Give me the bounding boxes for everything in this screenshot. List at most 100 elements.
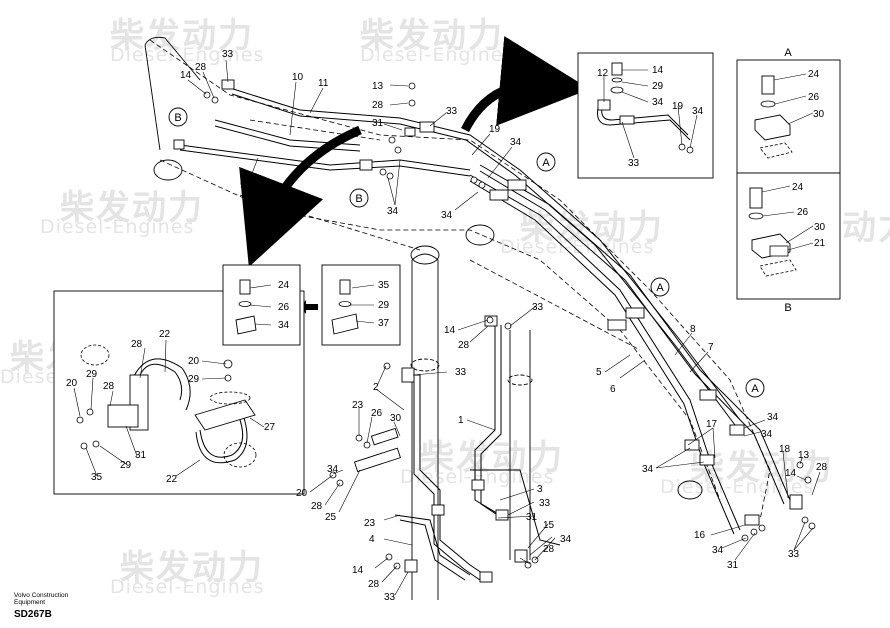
clamp [625,307,645,319]
part-label: 35 [378,280,390,291]
fitting-block [431,504,445,516]
part-label: 7 [708,342,714,353]
fitting-block [404,559,418,573]
part-label: 3 [537,484,543,495]
part-label: 34 [692,106,704,117]
part-label: 33 [628,158,640,169]
part-label: 14 [180,70,192,81]
part-label: 33 [446,106,458,117]
svg-text:B: B [174,112,181,124]
clamp [507,179,527,191]
part-label: 31 [727,560,739,571]
part-label: 5 [596,367,602,378]
fitting-block [419,121,435,133]
svg-text:B: B [355,193,362,205]
transition-arrow-left [239,125,362,267]
part-label: 27 [264,422,276,433]
part-label: 8 [690,324,696,335]
part-label: 34 [712,545,724,556]
fitting-block [479,571,493,583]
part-label: 23 [364,518,376,529]
part-label: 28 [543,544,555,555]
pipe-lines-boom-side [469,164,791,535]
part-label: 34 [278,320,290,331]
part-label: 33 [532,302,544,313]
part-label: 20 [188,356,200,367]
part-label: 26 [808,92,820,103]
brand-line-1: Volvo Construction [14,592,69,599]
part-label: 34 [327,464,339,475]
part-label: 28 [816,462,828,473]
part-label: 4 [369,534,375,545]
part-label: 28 [131,339,143,350]
part-label: 6 [610,384,616,395]
part-label: 2 [373,382,379,393]
part-label: 18 [779,444,791,455]
part-label: 19 [672,101,684,112]
part-label: 12 [597,68,609,79]
boom-cylinder-left [410,253,440,600]
part-label: 28 [195,62,207,73]
drawing-code: SD267B [14,609,52,620]
part-label: 14 [652,65,664,76]
fitting-block [789,494,803,510]
part-label: 31 [372,118,384,129]
fitting-block [514,549,528,563]
part-label: 13 [798,450,810,461]
part-label: 20 [66,378,78,389]
part-label: 15 [543,520,555,531]
brand-line-2: Equipment [14,599,46,606]
fitting-block [699,454,715,466]
part-label: 30 [813,109,825,120]
part-label: 28 [372,100,384,111]
part-label: 24 [792,182,804,193]
part-label: 33 [222,49,234,60]
callout-a-2: A [650,277,670,297]
part-label: 22 [166,474,178,485]
callout-b-lower: B [349,188,369,208]
part-label: 33 [539,498,551,509]
bracket [353,447,401,473]
bolts [203,82,816,570]
part-label: 35 [91,472,103,483]
part-label: 14 [352,565,364,576]
part-label: 26 [278,302,290,313]
part-label: 28 [103,381,115,392]
callout-a-3: A [745,378,765,398]
svg-text:A: A [751,383,759,395]
part-label: 33 [788,549,800,560]
callout-circles: B B A A A [168,107,765,398]
part-label: 33 [384,592,396,603]
part-label: 28 [458,340,470,351]
part-label: 33 [455,367,467,378]
view-title-a: A [784,47,792,59]
part-label: 1 [458,415,464,426]
fitting-block [359,159,373,171]
part-label: 34 [441,210,453,221]
part-label: 28 [368,579,380,590]
part-label: 34 [652,97,664,108]
part-label: 29 [188,374,200,385]
part-label: 30 [390,413,402,424]
part-label: 34 [642,464,654,475]
transition-arrow-right [460,36,590,133]
detail-box-b [736,172,841,300]
part-label: 19 [489,124,501,135]
part-label: 9 [240,180,246,191]
part-label: 31 [135,450,147,461]
pipe-lines-cylinder [394,325,561,581]
part-label: 26 [797,207,809,218]
boom-contour [144,36,703,500]
part-label: 20 [296,488,308,499]
part-label: 26 [371,408,383,419]
part-label: 28 [311,501,323,512]
part-label: 21 [814,238,826,249]
fitting-block [744,514,760,526]
fitting-block [729,424,745,436]
part-label: 34 [387,206,399,217]
part-label: 13 [372,81,384,92]
part-label: 24 [278,280,290,291]
part-label: 11 [318,78,329,89]
part-label: 16 [694,530,706,541]
